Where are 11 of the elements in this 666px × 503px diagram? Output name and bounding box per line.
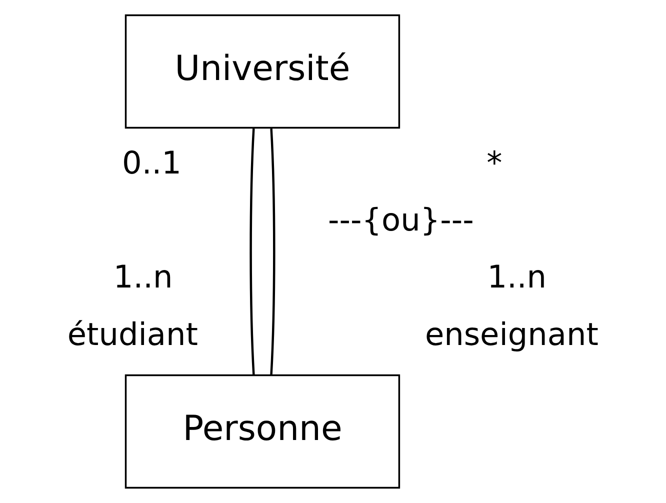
node-box: Personne [124,374,400,489]
label: ---{ou}--- [328,202,474,239]
label: 1..n [487,260,547,296]
label: 1..n [113,260,173,296]
connector [250,128,255,375]
label: * [486,145,502,182]
label: 0..1 [122,145,182,182]
label: enseignant [424,316,598,353]
node-box: Université [124,14,400,129]
connector [270,128,276,375]
label: étudiant [67,316,198,353]
